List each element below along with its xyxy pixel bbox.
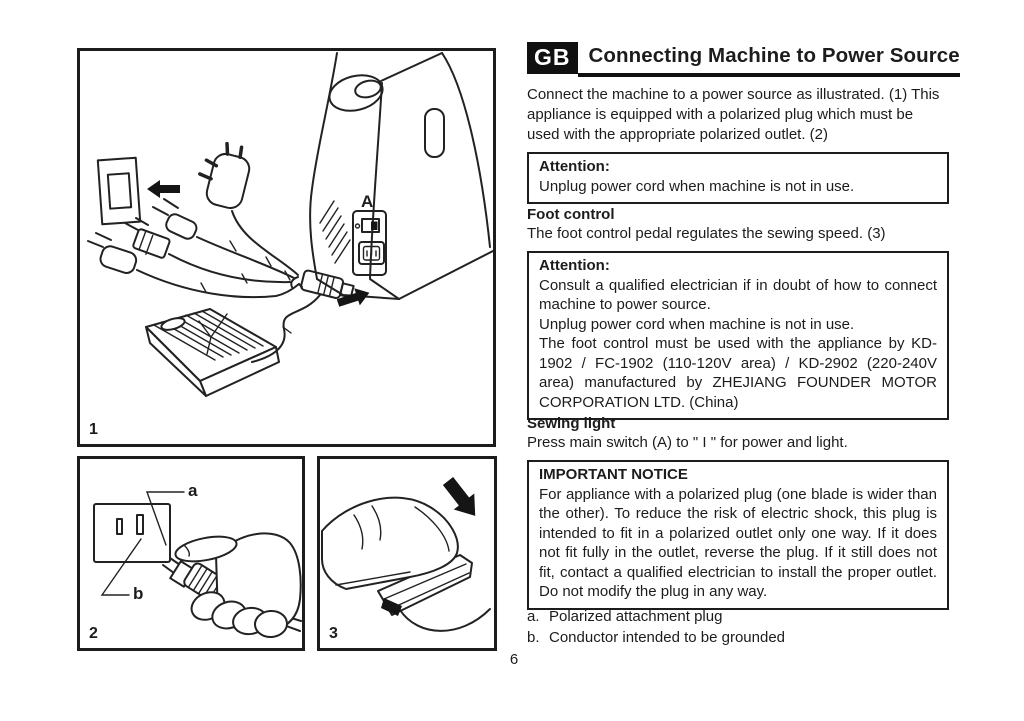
arrow-right-icon [336,288,370,307]
polarized-plug-illustration [93,491,302,639]
figure-3-number: 3 [329,625,338,642]
power-connection-illustration [87,52,493,397]
arrow-down-icon [442,476,476,516]
attention-body: Unplug power cord when machine is not in… [539,177,855,195]
uk-plug-adapter [198,141,299,276]
note-b: b. Conductor intended to be grounded [527,627,949,648]
attention-paragraph: Unplug power cord when machine is not in… [539,315,855,333]
attention-paragraph: Consult a qualified electrician if in do… [539,276,937,314]
callout-a-label: a [188,481,198,500]
pedal-cord [251,294,321,363]
wall-outlet-plate [96,156,142,226]
attention-box-unplug: Attention: Unplug power cord when machin… [527,152,949,204]
shoe-creases [353,505,382,550]
sewing-machine [309,52,493,300]
page-title: Connecting Machine to Power Source [577,42,960,77]
cord-tick-marks [200,240,292,334]
important-notice-box: IMPORTANT NOTICE For appliance with a po… [527,460,949,610]
callout-b-leader [100,538,142,596]
switch-callout-A: A [361,192,374,211]
figure-2-number: 2 [89,625,98,642]
foot-pedal [145,308,280,397]
power-switch [361,218,380,233]
hand [174,532,302,639]
sewing-light-section: Sewing light Press main switch (A) to " … [527,414,949,453]
euro-plug [152,198,295,279]
outlet-plate [93,503,171,563]
callout-b-label: b [133,584,144,603]
figure-3-foot-control: 3 [317,456,497,651]
shoe [321,496,459,590]
attention-title: Attention: [539,158,610,175]
foot-control-section: Foot control The foot control pedal regu… [527,205,949,244]
figure-2-polarized-plug: a b 2 [77,456,305,651]
figure-1-power-connection: A 1 [77,48,496,447]
callout-a-leader [146,491,185,546]
important-notice-body: For appliance with a polarized plug (one… [539,485,937,601]
note-marker: b. [527,629,540,646]
vent-slots [319,200,351,264]
second-euro-plug [87,232,300,299]
sewing-light-heading: Sewing light [527,415,616,432]
language-badge: GB [527,42,578,74]
fingernail [183,544,190,557]
switch-panel [352,210,387,276]
note-text: Conductor intended to be grounded [549,629,786,646]
toe-cap-line [414,506,450,552]
carry-handle-slot [424,108,445,158]
figure-1-number: 1 [89,421,98,438]
arrow-left-icon [147,180,180,198]
attention-box-electrician: Attention: Consult a qualified electrici… [527,251,949,420]
attention-title: Attention: [539,257,610,274]
note-text: Polarized attachment plug [549,608,723,625]
section-header: GB Connecting Machine to Power Source [527,42,960,77]
foot-control-illustration [321,476,491,632]
machine-connector-plug [290,269,355,299]
legend-notes: a. Polarized attachment plug b. Conducto… [527,606,949,648]
attention-paragraph: The foot control must be used with the a… [539,335,937,411]
intro-paragraph: Connect the machine to a power source as… [527,86,940,143]
pedal-cord [399,608,491,632]
foot-control-body: The foot control pedal regulates the sew… [527,225,886,242]
us-plug [124,217,291,284]
foot-control-heading: Foot control [527,206,615,223]
sewing-light-body: Press main switch (A) to " I " for power… [527,434,848,451]
cord-connector [381,598,402,616]
note-marker: a. [527,608,540,625]
power-inlet [358,241,385,265]
important-notice-title: IMPORTANT NOTICE [539,466,688,483]
page-number: 6 [509,651,519,668]
note-a: a. Polarized attachment plug [527,606,949,627]
index-finger [174,535,238,563]
